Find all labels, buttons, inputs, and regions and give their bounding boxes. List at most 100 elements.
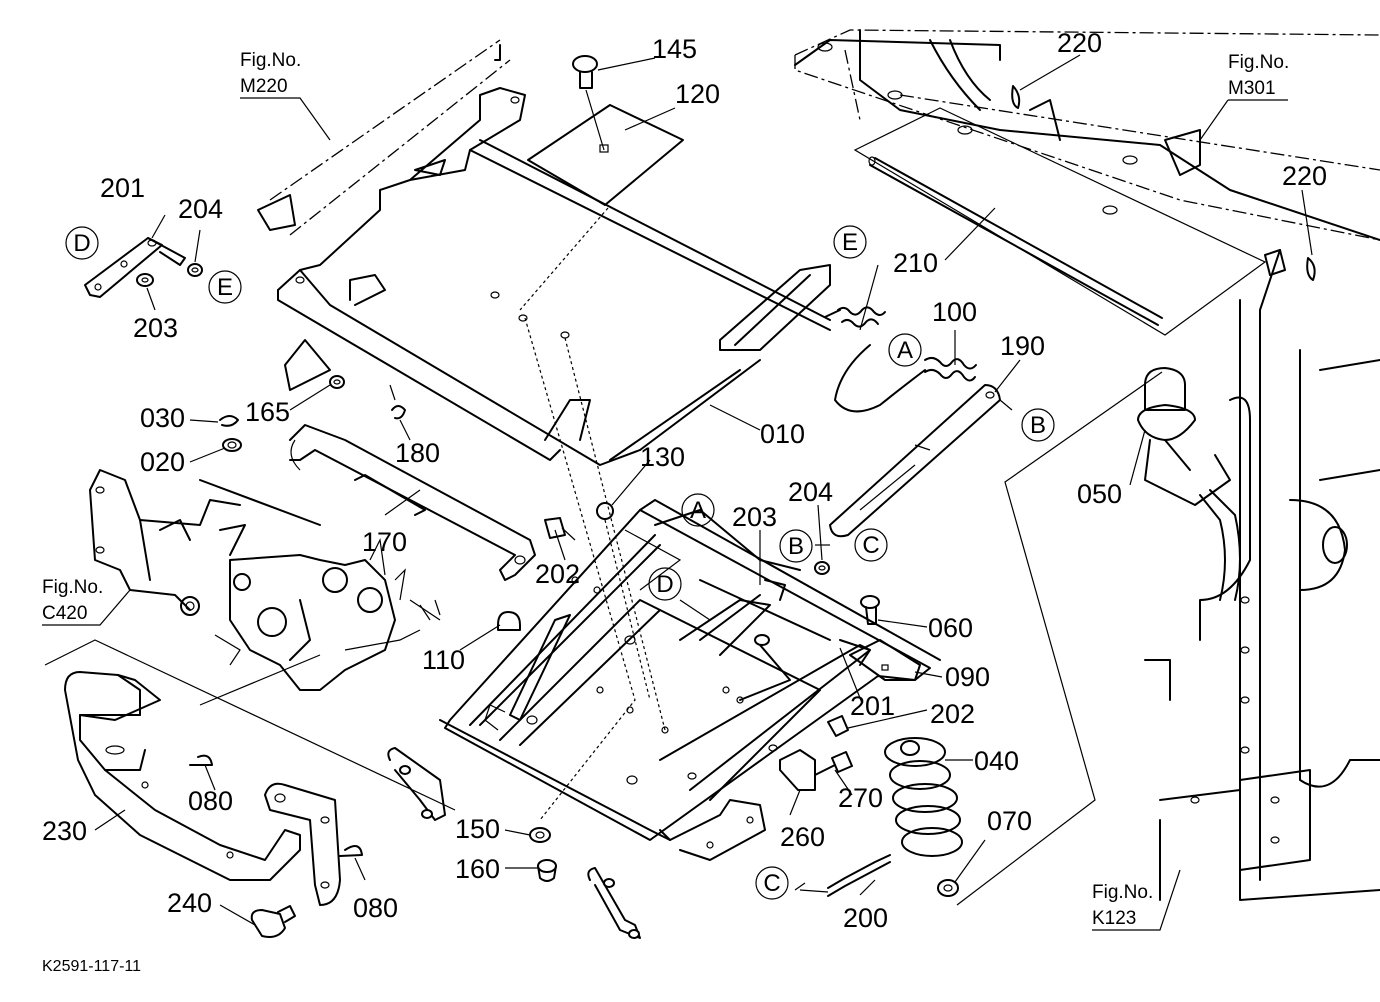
svg-text:K123: K123 xyxy=(1092,908,1136,929)
pin-220-top xyxy=(1011,85,1021,109)
pin-220-right xyxy=(1264,249,1316,281)
nut-020 xyxy=(222,438,242,452)
bolt-240 xyxy=(250,905,296,938)
projection-lines xyxy=(519,207,666,821)
label-230: 230 xyxy=(42,816,87,846)
transmission-housing xyxy=(89,469,441,691)
label-204-left: 204 xyxy=(178,194,223,224)
label-204-center: 204 xyxy=(788,477,833,507)
bolt-060 xyxy=(860,595,880,625)
link-arm-bracket xyxy=(264,782,341,906)
svg-text:C420: C420 xyxy=(42,603,87,624)
label-145: 145 xyxy=(652,34,697,64)
label-050: 050 xyxy=(1077,479,1122,509)
nut-203-center xyxy=(754,634,770,646)
svg-text:B: B xyxy=(1030,412,1046,439)
seat-switch-050 xyxy=(1137,367,1241,601)
label-080-b: 080 xyxy=(353,893,398,923)
clip-030 xyxy=(219,415,239,427)
plug-110 xyxy=(497,611,521,631)
label-270: 270 xyxy=(838,783,883,813)
spring-040 xyxy=(884,737,963,857)
svg-text:Fig.No.: Fig.No. xyxy=(1092,882,1153,903)
bolt-270 xyxy=(831,751,853,773)
label-203-center: 203 xyxy=(732,502,777,532)
label-020: 020 xyxy=(140,447,185,477)
label-200: 200 xyxy=(843,903,888,933)
svg-text:B: B xyxy=(788,533,804,560)
label-120: 120 xyxy=(675,79,720,109)
label-220-right: 220 xyxy=(1282,161,1327,191)
svg-text:A: A xyxy=(690,497,706,524)
label-201-left: 201 xyxy=(100,173,145,203)
spring-200 xyxy=(799,854,891,897)
connector-d-center: D xyxy=(648,567,682,601)
label-010: 010 xyxy=(760,419,805,449)
label-180: 180 xyxy=(395,438,440,468)
fig-ref-m301: Fig.No. M301 xyxy=(1228,52,1289,99)
connector-b-center: B xyxy=(779,529,813,563)
tractor-frame-outline xyxy=(794,29,1380,901)
label-090: 090 xyxy=(945,662,990,692)
link-190 xyxy=(829,384,1001,538)
label-201-center: 201 xyxy=(850,691,895,721)
svg-text:M301: M301 xyxy=(1228,78,1276,99)
label-030: 030 xyxy=(140,403,185,433)
connector-d-left: D xyxy=(65,226,99,260)
label-203-left: 203 xyxy=(133,313,178,343)
fig-ref-m220: Fig.No. M220 xyxy=(240,50,301,97)
label-240: 240 xyxy=(167,888,212,918)
label-060: 060 xyxy=(928,613,973,643)
pin-080-a xyxy=(189,754,213,766)
rod-210 xyxy=(853,107,1267,336)
svg-text:E: E xyxy=(842,229,858,256)
part-number-labels: 145 120 220 220 210 201 204 203 100 190 … xyxy=(42,28,1327,933)
label-260: 260 xyxy=(780,822,825,852)
fig-ref-k123: Fig.No. K123 xyxy=(1092,882,1153,929)
bushing-160 xyxy=(537,859,557,882)
connector-c-bottom: C xyxy=(755,866,789,900)
bracket-260 xyxy=(779,749,836,791)
connector-letters: D E E A B C A B xyxy=(65,225,1055,900)
bolt-145 xyxy=(572,55,605,151)
label-210: 210 xyxy=(893,248,938,278)
seat-slide-frame xyxy=(387,499,941,939)
label-202-a: 202 xyxy=(535,559,580,589)
label-150: 150 xyxy=(455,814,500,844)
washer-165 xyxy=(284,339,345,391)
connector-e-left: E xyxy=(208,270,242,304)
svg-text:D: D xyxy=(656,571,673,598)
ball-130 xyxy=(596,502,614,520)
connector-a-center: A xyxy=(681,493,715,527)
connector-b-right: B xyxy=(1021,408,1055,442)
label-plate-120 xyxy=(527,104,684,206)
label-190: 190 xyxy=(1000,331,1045,361)
label-165: 165 xyxy=(245,397,290,427)
leader-lines xyxy=(42,54,1313,931)
connector-e-right: E xyxy=(833,225,867,259)
label-070: 070 xyxy=(987,806,1032,836)
bolt-202-a xyxy=(544,517,576,541)
label-170: 170 xyxy=(362,527,407,557)
label-080-a: 080 xyxy=(188,786,233,816)
nut-203-left xyxy=(136,273,154,287)
svg-text:C: C xyxy=(763,870,780,897)
label-202-b: 202 xyxy=(930,699,975,729)
connector-c-right: C xyxy=(854,528,888,562)
spring-100 xyxy=(824,306,977,413)
svg-text:C: C xyxy=(862,532,879,559)
svg-text:Fig.No.: Fig.No. xyxy=(42,577,103,598)
svg-text:D: D xyxy=(73,230,90,257)
label-100: 100 xyxy=(932,297,977,327)
svg-text:E: E xyxy=(217,274,233,301)
fig-ref-c420: Fig.No. C420 xyxy=(42,577,103,624)
label-160: 160 xyxy=(455,854,500,884)
label-040: 040 xyxy=(974,746,1019,776)
cap-070 xyxy=(937,879,959,897)
svg-text:M220: M220 xyxy=(240,76,288,97)
lever-170 xyxy=(289,424,536,581)
label-110: 110 xyxy=(422,645,465,675)
label-130: 130 xyxy=(640,442,685,472)
